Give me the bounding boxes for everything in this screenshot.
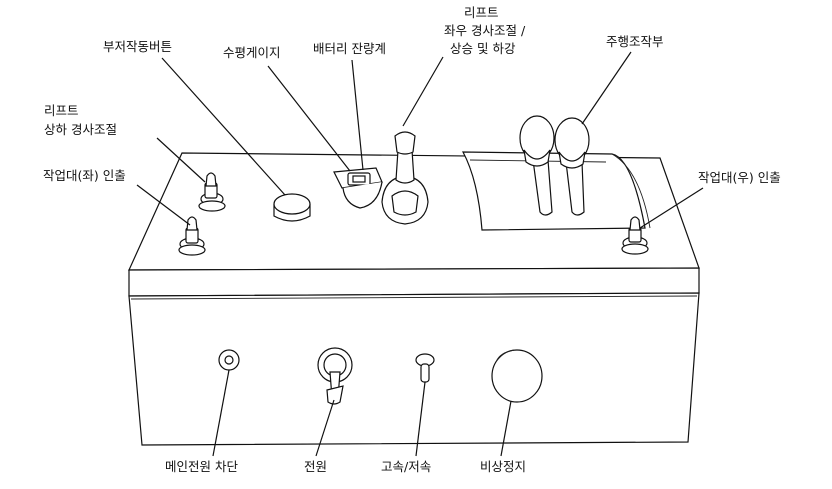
leader-lines: [136, 51, 704, 457]
label-lift-lr-line1: 리프트: [464, 5, 499, 20]
platform-left-toggle: [178, 216, 206, 256]
platform-right-toggle: [621, 216, 649, 255]
power-key-switch: [317, 347, 353, 405]
lift-joystick: [381, 131, 429, 225]
travel-lever-right: [554, 117, 590, 216]
label-speed: 고속/저속: [381, 459, 432, 474]
label-battery: 배터리 잔량계: [313, 41, 386, 56]
buzzer-button: [273, 193, 311, 222]
label-platform-right: 작업대(우) 인출: [698, 170, 781, 185]
label-lift-ud-line2: 상하 경사조절: [44, 122, 117, 137]
emergency-stop-button: [491, 349, 543, 403]
speed-toggle: [415, 353, 435, 383]
label-lift-ud-line1: 리프트: [44, 103, 79, 118]
label-emergency-stop: 비상정지: [480, 459, 527, 474]
label-travel: 주행조작부: [606, 34, 664, 49]
travel-control-housing: [461, 151, 651, 231]
travel-lever-left: [519, 115, 555, 216]
label-main-power-cut: 메인전원 차단: [165, 459, 238, 474]
label-lift-lr-line3: 상승 및 하강: [450, 41, 516, 56]
main-power-cut-switch: [218, 349, 240, 371]
lift-updown-toggle: [198, 172, 226, 212]
label-buzzer: 부저작동버튼: [103, 39, 173, 54]
label-lift-lr-line2: 좌우 경사조절 /: [444, 23, 526, 38]
level-gauge: [333, 167, 383, 209]
label-level-gauge: 수평게이지: [223, 45, 281, 60]
label-platform-left: 작업대(좌) 인출: [43, 168, 126, 183]
label-power: 전원: [304, 459, 328, 474]
